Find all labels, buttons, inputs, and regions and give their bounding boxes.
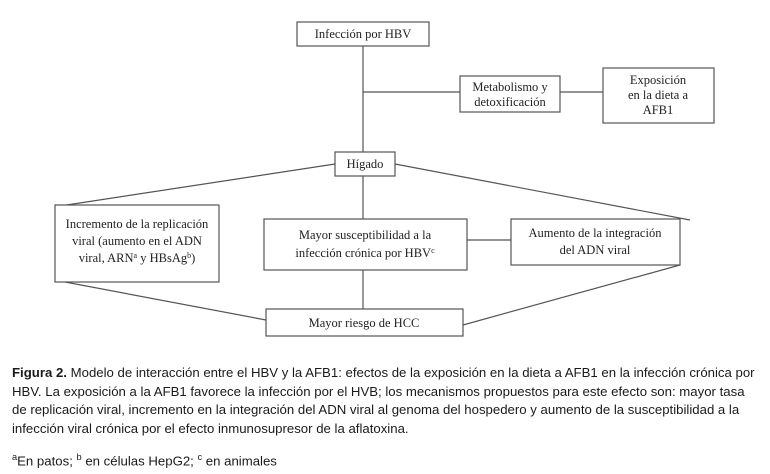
node-susceptibilidad-line-2: infección crónica por HBVc	[295, 246, 435, 260]
figure-caption: Figura 2. Modelo de interacción entre el…	[12, 364, 760, 438]
connector-higado-integracion	[394, 163, 691, 221]
node-hbv: Infección por HBV	[296, 21, 430, 47]
node-exposicion-line-3: AFB1	[643, 103, 674, 117]
figure-caption-label: Figura 2.	[12, 365, 67, 380]
node-replicacion-line-1: Incremento de la replicación	[66, 217, 209, 231]
node-integracion-line-2: del ADN viral	[560, 243, 631, 257]
node-replicacion-close-paren: )	[191, 251, 195, 265]
figure-caption-text: Modelo de interacción entre el HBV y la …	[12, 365, 755, 436]
interaction-diagram: Infección por HBV Metabolismo y detoxifi…	[54, 21, 715, 337]
node-replicacion: Incremento de la replicación viral (aume…	[54, 204, 220, 283]
footnote-mark-b: b	[76, 452, 82, 462]
node-higado-label: Hígado	[347, 157, 384, 171]
node-replicacion-line-3: viral, ARNa y HBsAgb)	[79, 251, 196, 265]
node-susceptibilidad-line-1: Mayor susceptibilidad a la	[299, 228, 432, 242]
node-metabolismo: Metabolismo y detoxificación	[459, 75, 561, 113]
node-susceptibilidad-text: infección crónica por HBV	[295, 246, 431, 260]
footnote-text-b: en células HepG2;	[81, 453, 198, 469]
node-hcc: Mayor riesgo de HCC	[265, 308, 464, 337]
node-replicacion-sup-a: a	[134, 251, 138, 260]
footnote-mark-a: a	[12, 452, 18, 462]
node-susceptibilidad: Mayor susceptibilidad a la infección cró…	[263, 218, 468, 271]
node-integracion: Aumento de la integración del ADN viral	[510, 218, 681, 266]
node-higado: Hígado	[334, 151, 396, 177]
footnote-text-a: En patos;	[17, 453, 77, 469]
node-replicacion-line-2: viral (aumento en el ADN	[72, 234, 202, 248]
connector-integracion-hcc	[462, 264, 681, 326]
footnote-text-c: en animales	[202, 453, 277, 469]
node-exposicion-line-2: en la dieta a	[628, 88, 688, 102]
connector-replicacion-hcc	[64, 281, 267, 321]
node-integracion-line-1: Aumento de la integración	[529, 226, 663, 240]
node-hbv-label: Infección por HBV	[315, 27, 412, 41]
node-exposicion-line-1: Exposición	[630, 73, 687, 87]
node-metabolismo-line-1: Metabolismo y	[472, 80, 548, 94]
node-replicacion-arn-text: viral, ARN	[79, 251, 134, 265]
node-exposicion: Exposición en la dieta a AFB1	[602, 67, 715, 124]
footnote: aEn patos; b en células HepG2; c en anim…	[12, 452, 760, 468]
connector-higado-replicacion	[59, 163, 336, 207]
node-hcc-label: Mayor riesgo de HCC	[309, 316, 420, 330]
node-replicacion-hbsag-text: y HBsAg	[137, 251, 188, 265]
node-replicacion-sup-b: b	[187, 251, 191, 260]
node-metabolismo-line-2: detoxificación	[474, 95, 546, 109]
footnote-mark-c: c	[197, 452, 203, 462]
node-susceptibilidad-sup-c: c	[431, 246, 435, 255]
